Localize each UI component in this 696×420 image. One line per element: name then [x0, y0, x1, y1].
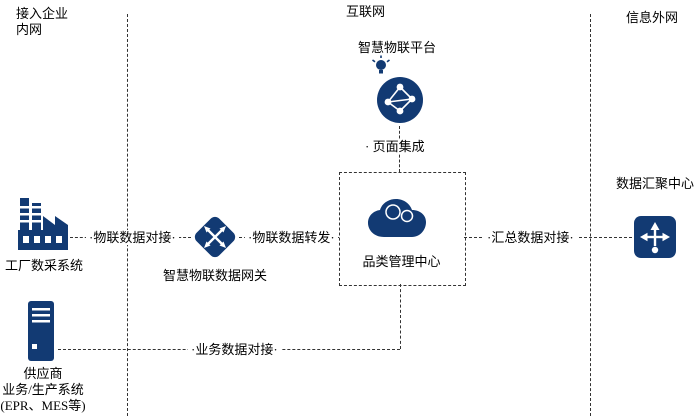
edge-iot-data-connect-label: ·物联数据对接· [86, 230, 179, 245]
gateway-label: 智慧物联数据网关 [162, 268, 267, 283]
zone-label-internet: 互联网 [346, 4, 386, 19]
zone-label-intranet-line1: 接入企业 [16, 6, 69, 21]
supplier-server-icon [28, 301, 54, 361]
supplier-label: 供应商 业务/生产系统 (EPR、MES等) [0, 366, 86, 414]
edge-business-data-connect-label: ·业务数据对接· [188, 342, 281, 357]
globe-network-icon [377, 77, 423, 123]
platform-label: 智慧物联平台 [358, 40, 437, 55]
factory-label: 工厂数采系统 [4, 258, 83, 273]
category-center-dashed-box [339, 172, 466, 286]
supplier-label-line2: 业务/生产系统 [2, 382, 84, 397]
left-zone-separator-dashed-line [127, 14, 128, 416]
aggregation-label: 数据汇聚中心 [615, 176, 694, 191]
edge-business-data-connect-riser-line [400, 284, 401, 349]
data-aggregation-icon [634, 216, 676, 258]
iot-gateway-router-icon [194, 216, 236, 258]
factory-icon [18, 198, 68, 250]
cloud-icon [368, 199, 426, 237]
edge-iot-data-forward-label: ·物联数据转发· [245, 230, 338, 245]
zone-label-external-network: 信息外网 [626, 10, 679, 25]
zone-label-intranet: 接入企业 内网 [16, 6, 68, 38]
supplier-label-line3: (EPR、MES等) [0, 398, 86, 413]
zone-label-intranet-line2: 内网 [16, 22, 43, 37]
supplier-label-line1: 供应商 [23, 366, 63, 381]
edge-summary-data-connect-label: ·汇总数据对接· [484, 230, 577, 245]
right-zone-separator-dashed-line [590, 14, 591, 416]
smart-iot-platform-icon [372, 55, 423, 123]
lightbulb-icon [372, 55, 390, 74]
category-center-label: 品类管理中心 [362, 254, 441, 269]
page-integration-label: · 页面集成 [362, 139, 428, 154]
